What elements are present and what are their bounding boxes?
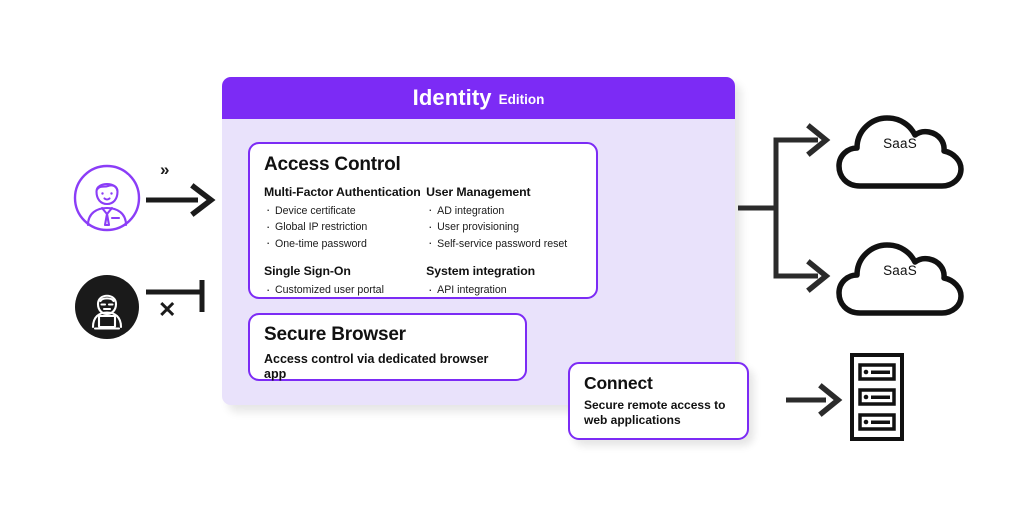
access-control-column-right: User Management AD integration User prov…: [426, 185, 582, 299]
group-title-sso: Single Sign-On: [264, 264, 351, 279]
group-title-mfa: Multi-Factor Authentication: [264, 184, 421, 199]
saas-cloud-1-label: SaaS: [883, 136, 917, 151]
list-item: AD integration: [426, 202, 582, 220]
secure-browser-description: Access control via dedicated browser app: [264, 351, 489, 382]
connect-card: Connect Secure remote access to web appl…: [568, 362, 749, 440]
secure-browser-heading: Secure Browser: [264, 324, 406, 345]
group-items-system-integration: API integration: [426, 282, 582, 299]
group-items-mfa: Device certificate Global IP restriction…: [264, 202, 426, 253]
list-item: Self-service password reset: [426, 235, 582, 253]
attacker-blocked-line-icon: [146, 280, 216, 321]
saas-cloud-2-icon: [836, 235, 964, 322]
list-item: User provisioning: [426, 219, 582, 236]
list-item: Customized user portal: [264, 282, 426, 299]
server-arrow-icon: [786, 382, 846, 423]
list-item: Global IP restriction: [264, 219, 426, 236]
connect-description: Secure remote access to web applications: [584, 398, 726, 428]
group-title-user-management: User Management: [426, 184, 531, 199]
user-avatar-icon: [72, 163, 142, 238]
group-title-system-integration: System integration: [426, 264, 536, 279]
server-rack-icon: [849, 352, 905, 447]
panel-header: Identity Edition: [222, 77, 735, 119]
user-allow-arrow-icon: [146, 182, 216, 223]
saas-cloud-1-icon: [836, 108, 964, 195]
list-item: API integration: [426, 282, 582, 299]
list-item: One-time password: [264, 235, 426, 253]
hacker-avatar-icon: [72, 272, 142, 347]
access-control-heading: Access Control: [264, 154, 401, 175]
connect-heading: Connect: [584, 373, 653, 393]
list-item: Device certificate: [264, 202, 426, 220]
secure-browser-card: Secure Browser Access control via dedica…: [248, 313, 527, 381]
panel-title: Identity: [412, 85, 492, 110]
saas-cloud-2-label: SaaS: [883, 263, 917, 278]
panel-subtitle: Edition: [498, 91, 545, 107]
group-items-sso: Customized user portal: [264, 282, 426, 299]
group-items-user-management: AD integration User provisioning Self-se…: [426, 202, 582, 253]
access-control-card: Access Control Multi-Factor Authenticati…: [248, 142, 598, 299]
attacker-deny-x-icon: ✕: [158, 297, 177, 322]
access-control-column-left: Multi-Factor Authentication Device certi…: [264, 185, 426, 299]
saas-branch-arrow-icon: [738, 118, 848, 303]
user-flow-chevron-icon: »: [160, 160, 170, 179]
